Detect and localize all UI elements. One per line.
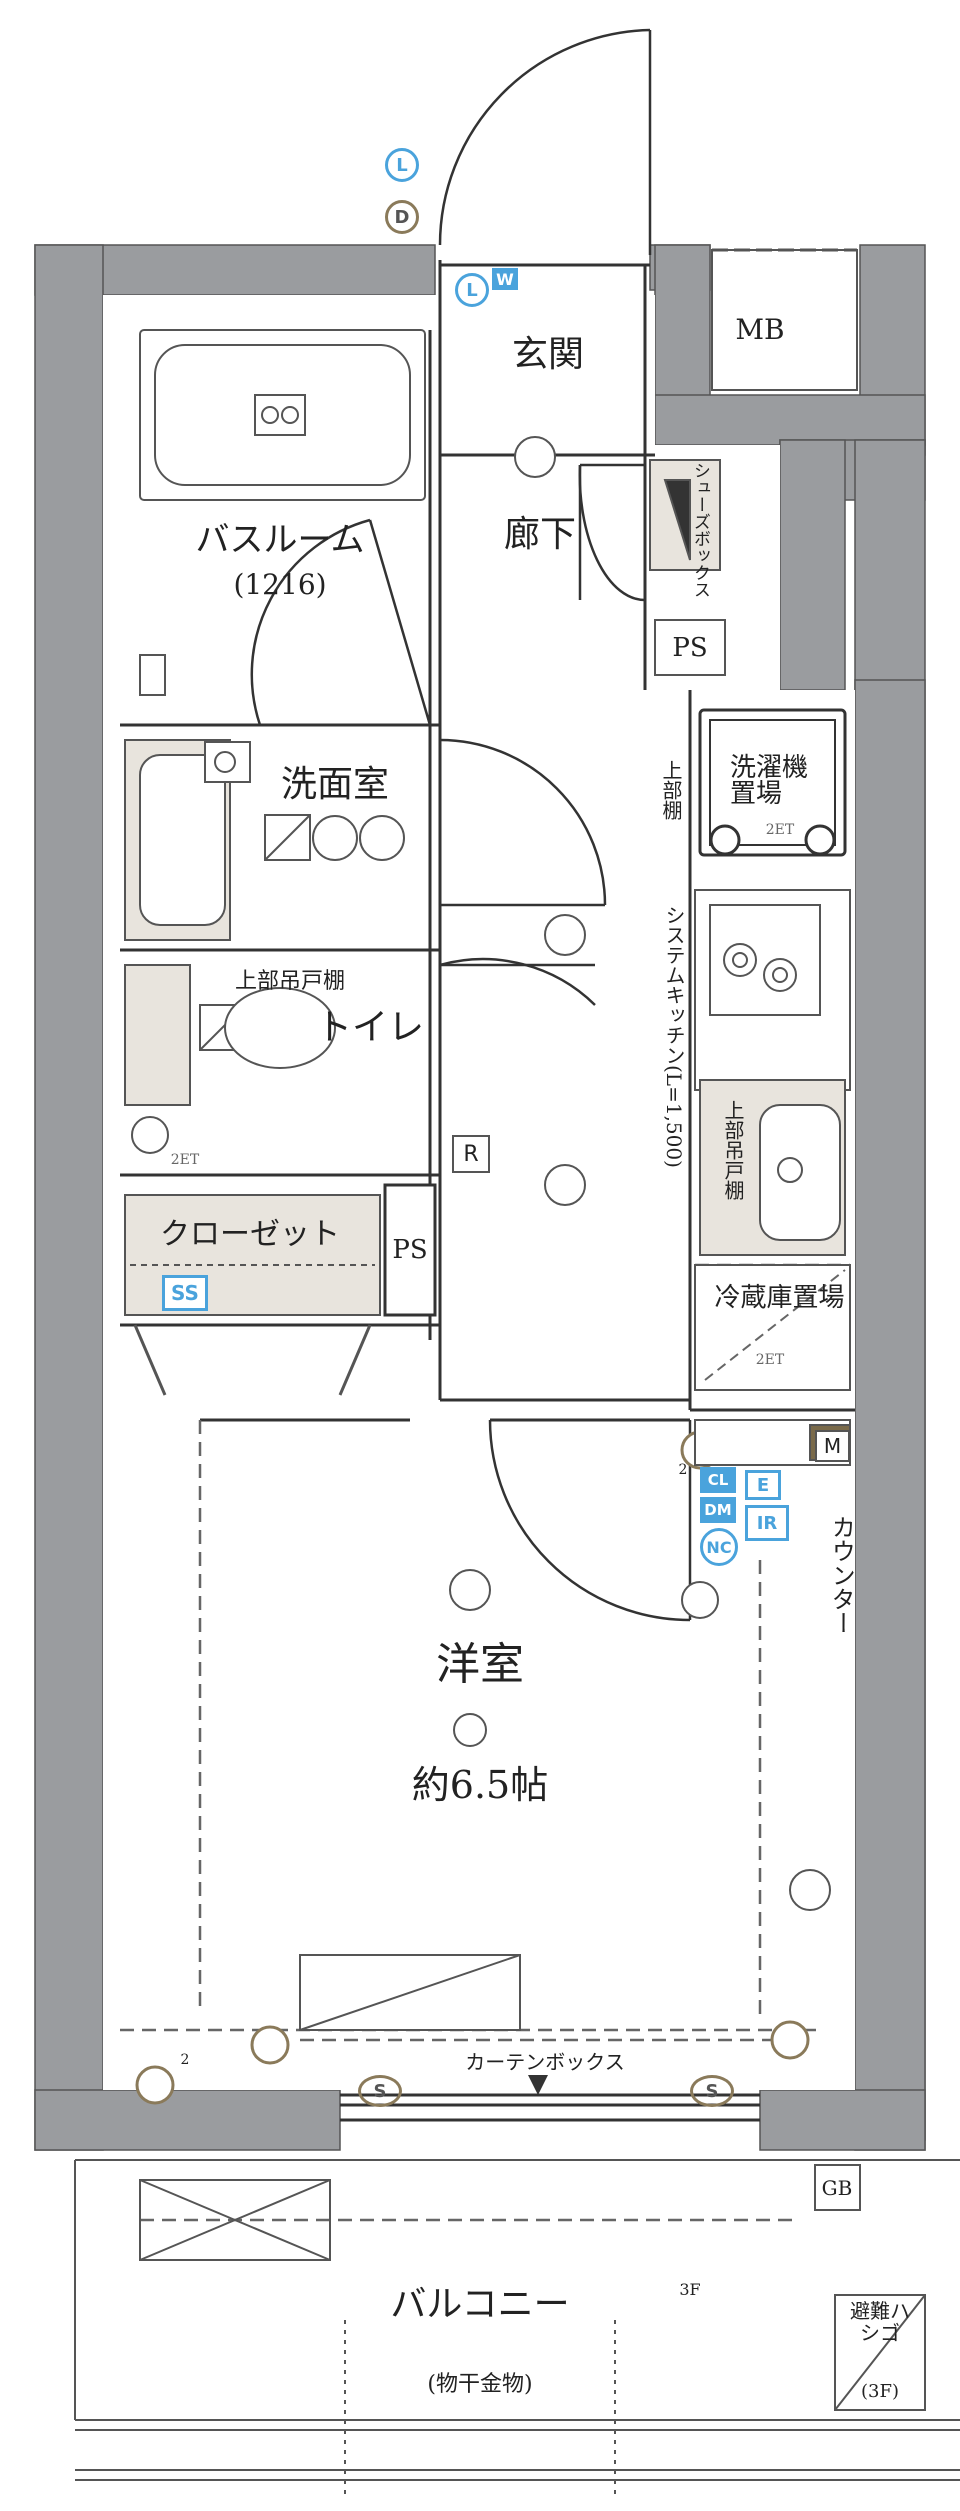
ps-closet-label: PS [392, 1235, 428, 1265]
toilet-upper-cabinet: 上部吊戸棚 [234, 969, 346, 994]
room-toilet: トイレ [315, 1007, 425, 1048]
air-conditioner [299, 1954, 521, 2031]
dm-badge: DM [700, 1497, 736, 1523]
w-badge: W [492, 268, 518, 290]
entrance-door [438, 28, 652, 255]
evac-floor-label: (3F) [861, 2381, 899, 2402]
laundry-hardware-label: (物干金物) [427, 2372, 533, 2397]
m-mark: M [815, 1430, 850, 1462]
room-washroom: 洗面室 [280, 764, 390, 805]
cl-badge: CL [700, 1467, 736, 1493]
washer-place-label: 洗濯機置場 [730, 753, 809, 809]
room-bathroom: バスルーム [195, 520, 365, 560]
room-western-size: 約6.5帖 [411, 1763, 549, 1807]
room-western: 洋室 [436, 1639, 524, 1690]
two-mark-b: 2 [180, 2052, 190, 2068]
fridge-place-label: 冷蔵庫置場 [714, 1283, 845, 1313]
walls [34, 244, 926, 2151]
two-mark-a: 2 [678, 1462, 688, 1478]
outlets [135, 1430, 810, 2105]
e-badge: E [745, 1470, 781, 1500]
system-kitchen-label: システムキッチン(L=1,500) [662, 905, 686, 1168]
two-et-toilet: 2ET [170, 1152, 200, 1168]
two-et-wash: 2ET [765, 822, 795, 838]
two-et-fridge: 2ET [755, 1352, 785, 1368]
room-balcony: バルコニー [390, 2284, 570, 2325]
room-bathroom-size: (1216) [233, 568, 327, 601]
gb-label: GB [821, 2176, 853, 2200]
counter-label: カウンター [827, 1515, 856, 1635]
ceiling-lights [449, 436, 831, 1911]
ps-top-label: PS [672, 633, 708, 663]
floor-3f-label: 3F [679, 2280, 701, 2299]
room-entrance: 玄関 [511, 334, 585, 375]
l-top-badge: L [385, 148, 419, 182]
mb-label: MB [735, 313, 785, 346]
nc-badge: NC [700, 1528, 738, 1566]
ir-badge: IR [745, 1505, 789, 1541]
toilet-fixture [124, 964, 336, 1154]
shoes-box-label: シューズボックス [689, 462, 710, 598]
ss-badge: SS [162, 1275, 208, 1311]
washer [698, 708, 847, 857]
s-right-badge: S [690, 2075, 734, 2107]
bathtub [139, 329, 426, 696]
room-closet: クローゼット [160, 1217, 340, 1252]
d-top-badge: D [385, 200, 419, 234]
washbasin [124, 739, 405, 941]
shoes-box [649, 459, 721, 571]
room-hallway: 廊下 [503, 514, 577, 555]
evac-ladder-label: 避難ハシゴ [850, 2299, 910, 2345]
balcony [74, 2159, 960, 2500]
kitchen [694, 889, 851, 1256]
upper-cabinet-kitchen-label: 上部吊戸棚 [721, 1100, 745, 1200]
s-left-badge: S [358, 2075, 402, 2107]
l-w-badge: L [455, 273, 489, 307]
r-mark: R [452, 1135, 490, 1173]
upper-shelf-wash-label: 上部棚 [659, 760, 683, 820]
curtain-box-label: カーテンボックス [465, 2050, 625, 2074]
